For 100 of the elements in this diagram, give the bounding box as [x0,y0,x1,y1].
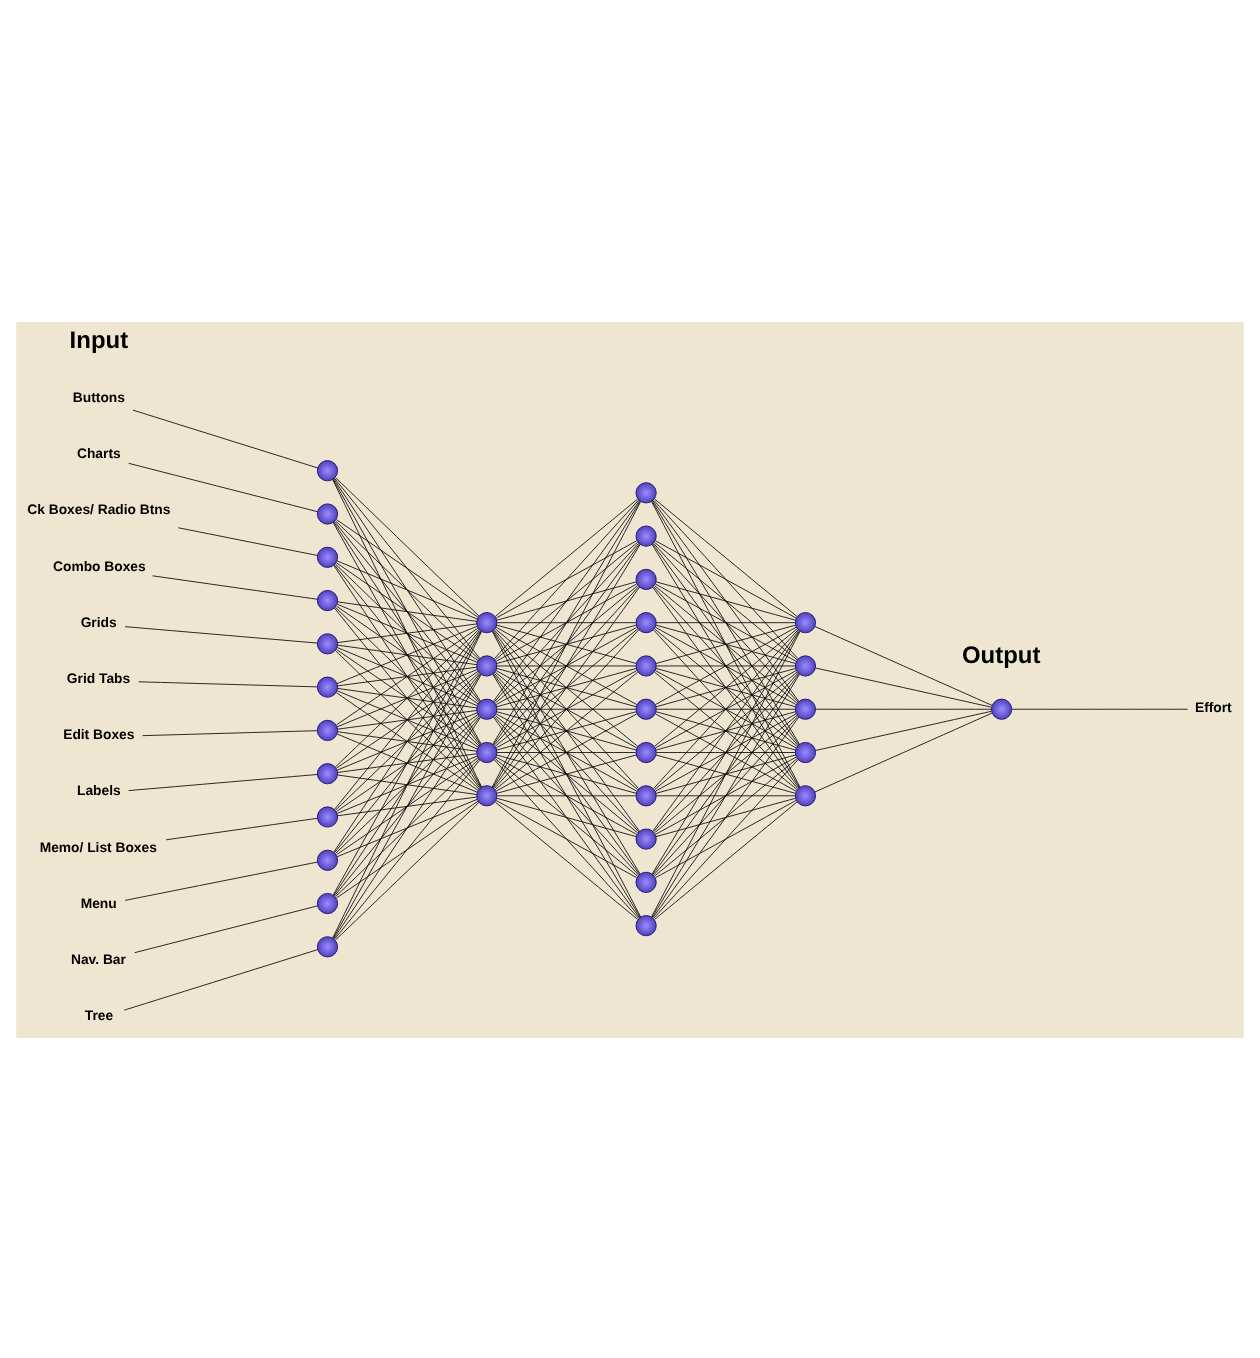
connector [651,499,800,744]
node-circle [991,697,1013,719]
connector [336,624,478,683]
connector [656,664,796,666]
label: Input [69,324,129,353]
connector [333,629,481,852]
connector [495,582,638,661]
connector [655,796,796,837]
connector [493,715,640,918]
connector [337,665,478,686]
node-circle [635,697,657,719]
connector [335,627,480,767]
connector [333,715,481,939]
node-circle [316,848,339,870]
node-circle [635,481,657,503]
connector [333,672,481,895]
connector [654,714,798,833]
connector [337,600,478,621]
connector [333,520,481,702]
connector [496,580,637,620]
connector [336,602,478,662]
connector [656,794,796,796]
connector [1011,707,1188,709]
node-circle [316,589,339,611]
connector [334,715,480,896]
connector [654,584,798,703]
connector [333,476,481,658]
connector [655,667,796,707]
connector [652,542,800,745]
connector [335,476,480,616]
connector [336,646,478,705]
node-circle [316,935,339,957]
connector [177,526,318,555]
connector [335,519,480,659]
connector [492,543,641,787]
node-circle [635,654,657,676]
connector [336,798,478,857]
connector [653,715,799,875]
node-circle [316,891,339,914]
connector [336,647,479,747]
connector [655,582,797,661]
connector [654,627,798,746]
connector [493,629,640,831]
connector [493,542,640,744]
connector [653,758,799,918]
connector [496,794,637,796]
connector [494,672,640,832]
node-circle [635,567,657,589]
connector [654,497,798,616]
connector [138,680,318,687]
connector [165,816,318,840]
node-circle [316,675,339,697]
connector [142,729,318,736]
connector [333,477,481,701]
connector [496,664,637,666]
connector [494,715,640,875]
connector [132,408,319,468]
connector [655,580,796,620]
connector [492,672,641,917]
connector [495,539,638,618]
connector [336,799,479,898]
connector [653,585,799,745]
connector [655,669,797,748]
connector [494,714,639,833]
connector [334,629,480,809]
connector [494,584,639,703]
connector [652,499,800,701]
connector [654,800,798,919]
connector [652,672,800,874]
connector [496,707,637,709]
connector [494,628,640,788]
node-circle [316,459,339,481]
connector [496,751,637,752]
connector [334,672,480,853]
connector [494,800,639,919]
connector [124,860,318,900]
connector [124,625,318,643]
connector [337,730,478,751]
connector [653,628,799,788]
node-circle [635,784,657,806]
connector [496,753,637,793]
node-circle [316,762,339,784]
node-circle [794,697,816,719]
connector [336,732,478,792]
connector [651,673,800,917]
connector [494,540,639,660]
connector [655,753,796,793]
connector [493,499,640,701]
connector [651,543,800,787]
connector [655,712,797,791]
connector [652,585,800,788]
connector [654,540,798,660]
connector [337,709,478,729]
connector [496,623,637,663]
node-circle [476,740,498,763]
connector [336,691,479,790]
node-circle [635,870,657,892]
connector [334,758,480,939]
node-circle [316,545,339,567]
connector [333,563,481,745]
